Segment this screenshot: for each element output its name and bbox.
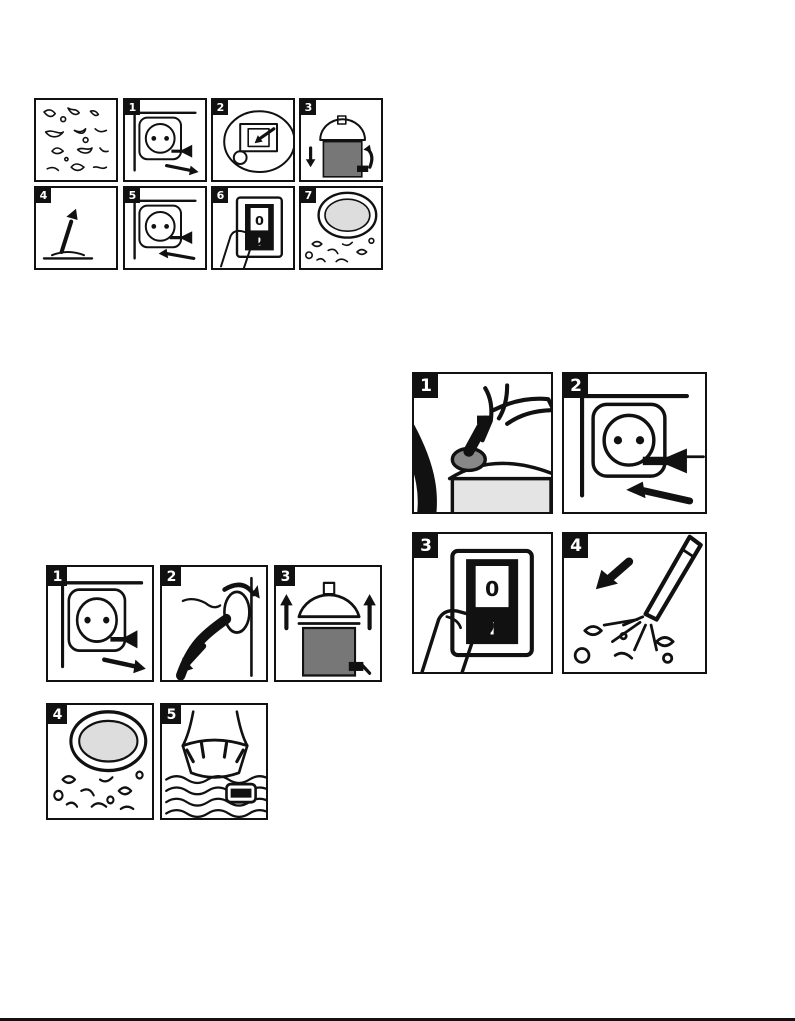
panel-step-1-unplug: 1 [123,98,207,182]
panel-step-4-filter: 4 [46,703,154,820]
step-number: 5 [162,705,181,724]
step-number: 5 [125,188,140,203]
step-number: 2 [564,374,588,398]
panel-step-5-wash: 5 [160,703,268,820]
step-number: 2 [162,567,181,586]
step-number: 3 [414,534,438,558]
panel-step-3-switch: 3 0 I [412,532,553,674]
debris-illustration [36,100,116,180]
panel-step-3-head: 3 [299,98,383,182]
step-number: 1 [414,374,438,398]
panel-step-7-filter: 7 [299,186,383,270]
panel-step-1-unplug: 1 [46,565,154,682]
panel-step-6-switch: 6 0 I [211,186,295,270]
panel-step-2-bag: 2 [211,98,295,182]
panel-debris [34,98,118,182]
step-number: 1 [125,100,140,115]
panel-step-1-hose-attach: 1 [412,372,553,514]
panel-step-4-hose: 4 [34,186,118,270]
step-number: 3 [276,567,295,586]
switch-symbol-off: 0 [485,577,499,601]
panel-step-2-plug: 2 [562,372,707,514]
panel-step-4-nozzle: 4 [562,532,707,674]
panel-step-3-head-lift: 3 [274,565,382,682]
step-number: 1 [48,567,67,586]
switch-symbol-off: 0 [255,214,264,229]
panel-step-2-hose-remove: 2 [160,565,268,682]
step-number: 6 [213,188,228,203]
step-number: 4 [48,705,67,724]
step-number: 4 [564,534,588,558]
panel-step-5-plug: 5 [123,186,207,270]
step-number: 2 [213,100,228,115]
step-number: 4 [36,188,51,203]
step-number: 7 [301,188,316,203]
step-number: 3 [301,100,316,115]
